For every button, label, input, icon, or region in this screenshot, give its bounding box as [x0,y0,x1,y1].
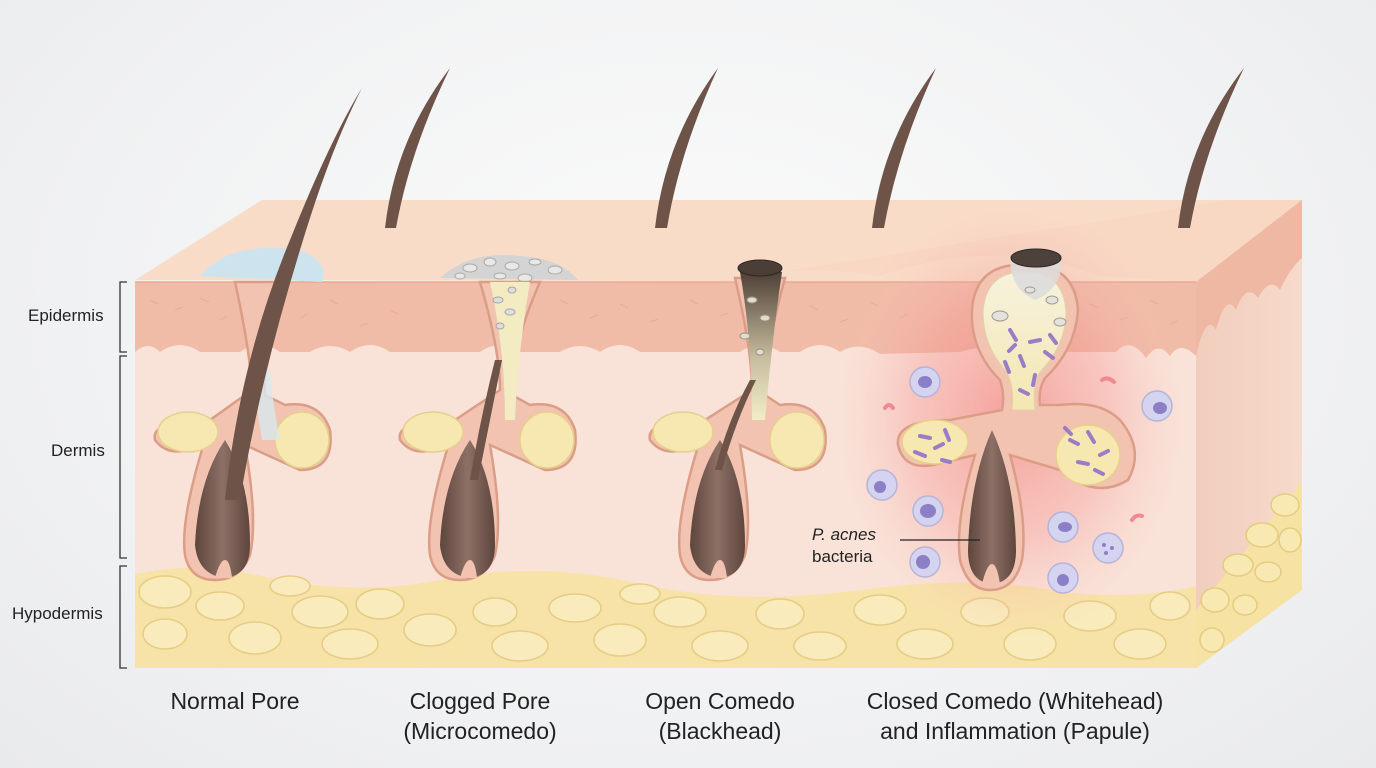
stage-label-clogged-pore: Clogged Pore (Microcomedo) [403,688,557,744]
clogged-hair-shaft [470,360,502,480]
closed-hair-exposed [872,68,936,228]
open-gland-right [769,411,825,469]
clogged-gland-right [519,411,575,469]
closed-follicle-wall [896,263,1137,592]
closed-hair-bulb [968,430,1016,584]
follicle-open-comedo [648,68,827,582]
bacteria-rods [913,328,1110,476]
open-hair-bulb [690,440,745,578]
follicle-clogged [385,68,578,582]
clogged-hair-bulb [440,440,495,578]
closed-comedo-flakes [991,286,1067,327]
stage-label-normal-pore: Normal Pore [170,688,300,714]
immune-cell [1092,532,1124,564]
normal-hair-shaft [225,88,362,500]
stage-label-closed-comedo: Closed Comedo (Whitehead) and Inflammati… [866,688,1164,744]
epidermis-label: Epidermis [28,306,104,325]
open-comedo-flakes [739,296,771,356]
stage-label-open-comedo: Open Comedo (Blackhead) [645,688,795,744]
closed-gland-left [901,419,969,465]
immune-cells [866,366,1173,594]
closed-comedo-sebum [982,271,1067,411]
red-blood-streaks [883,376,1144,522]
side-fat-lobules [1199,493,1302,653]
open-papilla [710,560,727,578]
fat-lobules [138,575,1191,662]
bacteria-word-label: bacteria [812,547,873,566]
clogged-papilla [460,560,477,578]
clogged-duct-flakes [492,286,517,330]
follicle-closed-comedo [872,68,1244,592]
dermis-label: Dermis [51,441,105,460]
follicle-normal [153,88,362,582]
normal-papilla [215,560,232,578]
hypodermis-label: Hypodermis [12,604,103,623]
layer-brackets [119,281,127,669]
clogged-keratin-flakes [454,257,563,283]
clogged-hair-exposed [385,68,450,228]
open-comedo-plug [740,269,782,420]
bacteria-annotation: P. acnes bacteria [812,524,876,568]
clogged-sebum-column [490,282,530,420]
closed-papilla [982,564,1000,584]
clogged-gland-left [402,411,464,453]
epidermis-bracket [119,281,127,353]
open-hair-shaft [715,380,756,470]
side-epidermis [1196,200,1302,356]
closed-hair-exposed-right [1178,68,1244,228]
whitehead-top [1010,248,1062,268]
normal-gland-left [157,411,219,453]
normal-gland-right [274,411,330,469]
open-hair-exposed [655,68,718,228]
dermis-bracket [119,355,127,559]
bacteria-organism-label: P. acnes [812,525,876,544]
open-gland-left [652,411,714,453]
hypodermis-bracket [119,565,127,669]
blackhead-top [737,259,783,277]
